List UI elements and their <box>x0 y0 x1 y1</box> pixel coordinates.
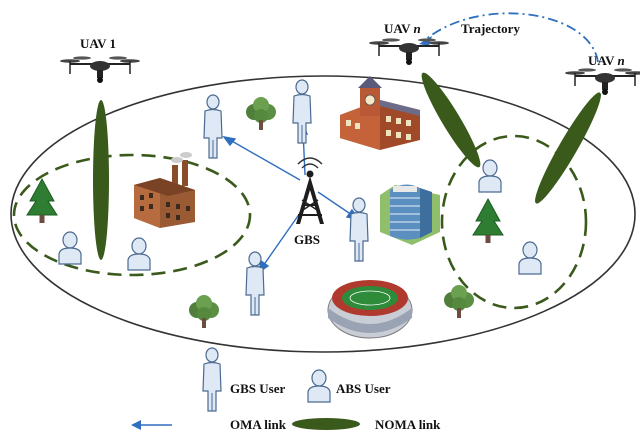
tree-icon <box>26 178 58 224</box>
legend-oma-label: OMA link <box>230 417 287 431</box>
legend-gbs-user-icon <box>202 347 222 412</box>
uavn-label: UAV n <box>384 21 421 36</box>
abs-user-icon <box>518 241 542 275</box>
gbs-user-icon <box>203 94 223 159</box>
legend-noma-swatch <box>292 418 360 430</box>
right-cluster-boundary <box>440 134 588 310</box>
uav1-label: UAV 1 <box>80 36 116 51</box>
legend-abs-user-label: ABS User <box>336 381 391 396</box>
drone-icon <box>59 55 141 84</box>
abs-user-icon <box>478 159 502 193</box>
bush-icon <box>189 295 219 328</box>
legend-gbs-user-label: GBS User <box>230 381 285 396</box>
stadium-icon <box>327 280 413 339</box>
gbs-user-icon <box>349 197 369 262</box>
abs-user-icon <box>127 237 151 271</box>
gbs-label: GBS <box>294 232 320 247</box>
drone-icon <box>564 67 640 96</box>
tree-icon <box>472 198 504 244</box>
legend-noma-label: NOMA link <box>375 417 441 431</box>
trajectory-path <box>424 12 599 63</box>
noma-beam-uavn-left <box>421 72 481 168</box>
noma-beam-uavn-right <box>535 92 601 204</box>
bush-icon <box>444 285 474 318</box>
abs-user-icon <box>58 231 82 265</box>
factory-icon <box>134 152 195 228</box>
office-building-icon <box>380 184 440 245</box>
school-icon <box>340 76 420 150</box>
uavn-label: UAV n <box>588 53 625 68</box>
legend-abs-user-icon <box>307 369 331 403</box>
tower-icon <box>296 157 324 224</box>
bush-icon <box>246 97 276 130</box>
gbs-user-icon <box>292 79 312 144</box>
drone-icon <box>368 37 450 66</box>
trajectory-label: Trajectory <box>461 21 520 36</box>
legend-oma-arrowhead <box>131 420 141 430</box>
coverage-area <box>10 75 636 353</box>
noma-beam-uav1 <box>93 100 109 260</box>
left-cluster-boundary <box>12 153 252 277</box>
legend: GBS User ABS User OMA link NOMA link <box>131 347 441 431</box>
